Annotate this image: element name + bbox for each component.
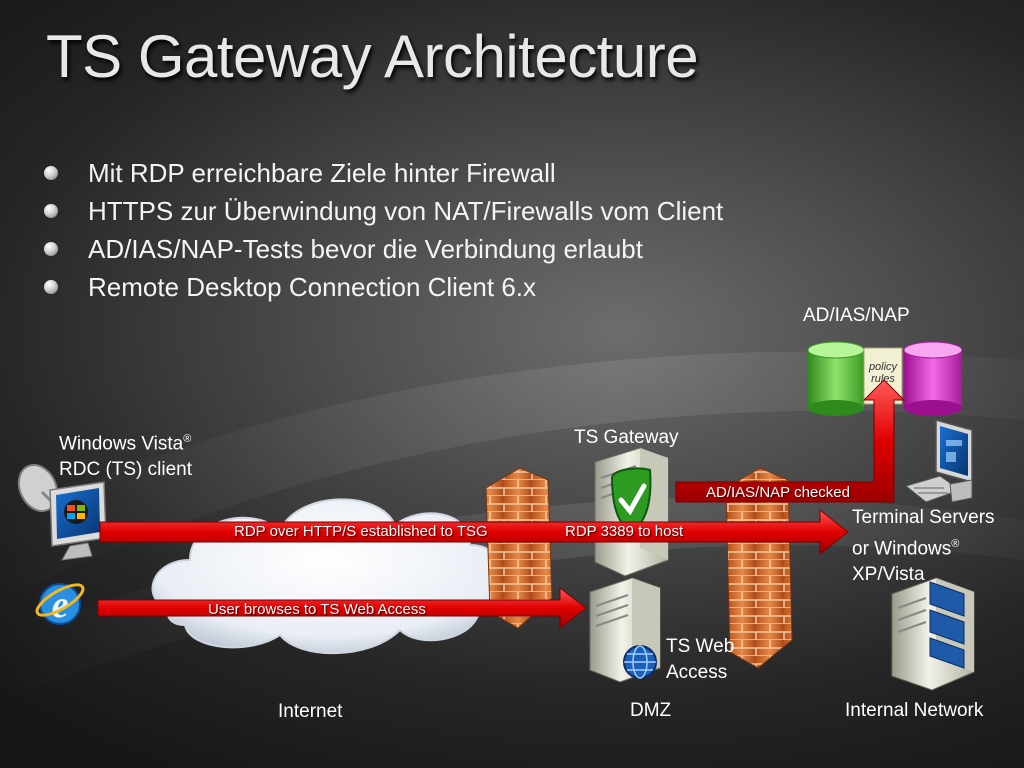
arrow-label-nap-checked: AD/IAS/NAP checked (706, 484, 850, 501)
svg-text:e: e (52, 584, 69, 626)
bullet-dot-icon (44, 204, 58, 218)
vista-client-icon (17, 463, 107, 561)
terminal-servers-label: Terminal Servers or Windows® XP/Vista (852, 507, 995, 586)
arrow-label-rdp-3389: RDP 3389 to host (565, 523, 684, 540)
database-green-icon (807, 341, 865, 416)
ts-gateway-label: TS Gateway (574, 427, 679, 448)
vista-client-label: Windows Vista® RDC (TS) client (59, 433, 193, 481)
bullet-dot-icon (44, 242, 58, 256)
bullet-dot-icon (44, 280, 58, 294)
ad-ias-nap-label: AD/IAS/NAP (803, 305, 910, 326)
ts-gateway-server-icon (594, 447, 669, 577)
arrow-browse-web-access (97, 586, 587, 630)
bullet-item: Remote Desktop Connection Client 6.x (40, 268, 723, 306)
database-magenta-icon (903, 341, 963, 416)
bullet-item: Mit RDP erreichbare Ziele hinter Firewal… (40, 154, 723, 192)
internet-explorer-icon: e (35, 583, 85, 626)
arrow-label-browse-web-access: User browses to TS Web Access (208, 601, 426, 618)
bullet-list: Mit RDP erreichbare Ziele hinter Firewal… (40, 154, 723, 306)
ts-web-access-label: TS Web Access (666, 636, 735, 683)
internal-server-rack-icon (891, 577, 975, 691)
firewall-dmz-inner-icon (725, 467, 793, 669)
zone-label-dmz: DMZ (630, 700, 672, 721)
arrow-label-rdp-https: RDP over HTTP/S established to TSG (234, 523, 488, 540)
terminal-workstation-icon (904, 419, 973, 503)
zone-label-internal-network: Internal Network (845, 700, 984, 721)
svg-text:rules: rules (871, 373, 895, 385)
zone-label-internet: Internet (278, 701, 343, 722)
arrow-nap-check (675, 379, 906, 503)
bullet-item: HTTPS zur Überwindung von NAT/Firewalls … (40, 192, 723, 230)
bullet-dot-icon (44, 166, 58, 180)
ts-web-access-server-icon (589, 577, 661, 683)
slide-title: TS Gateway Architecture (46, 23, 699, 90)
svg-text:policy: policy (868, 361, 899, 373)
arrow-rdp-https (99, 508, 849, 556)
bullet-item: AD/IAS/NAP-Tests bevor die Verbindung er… (40, 230, 723, 268)
